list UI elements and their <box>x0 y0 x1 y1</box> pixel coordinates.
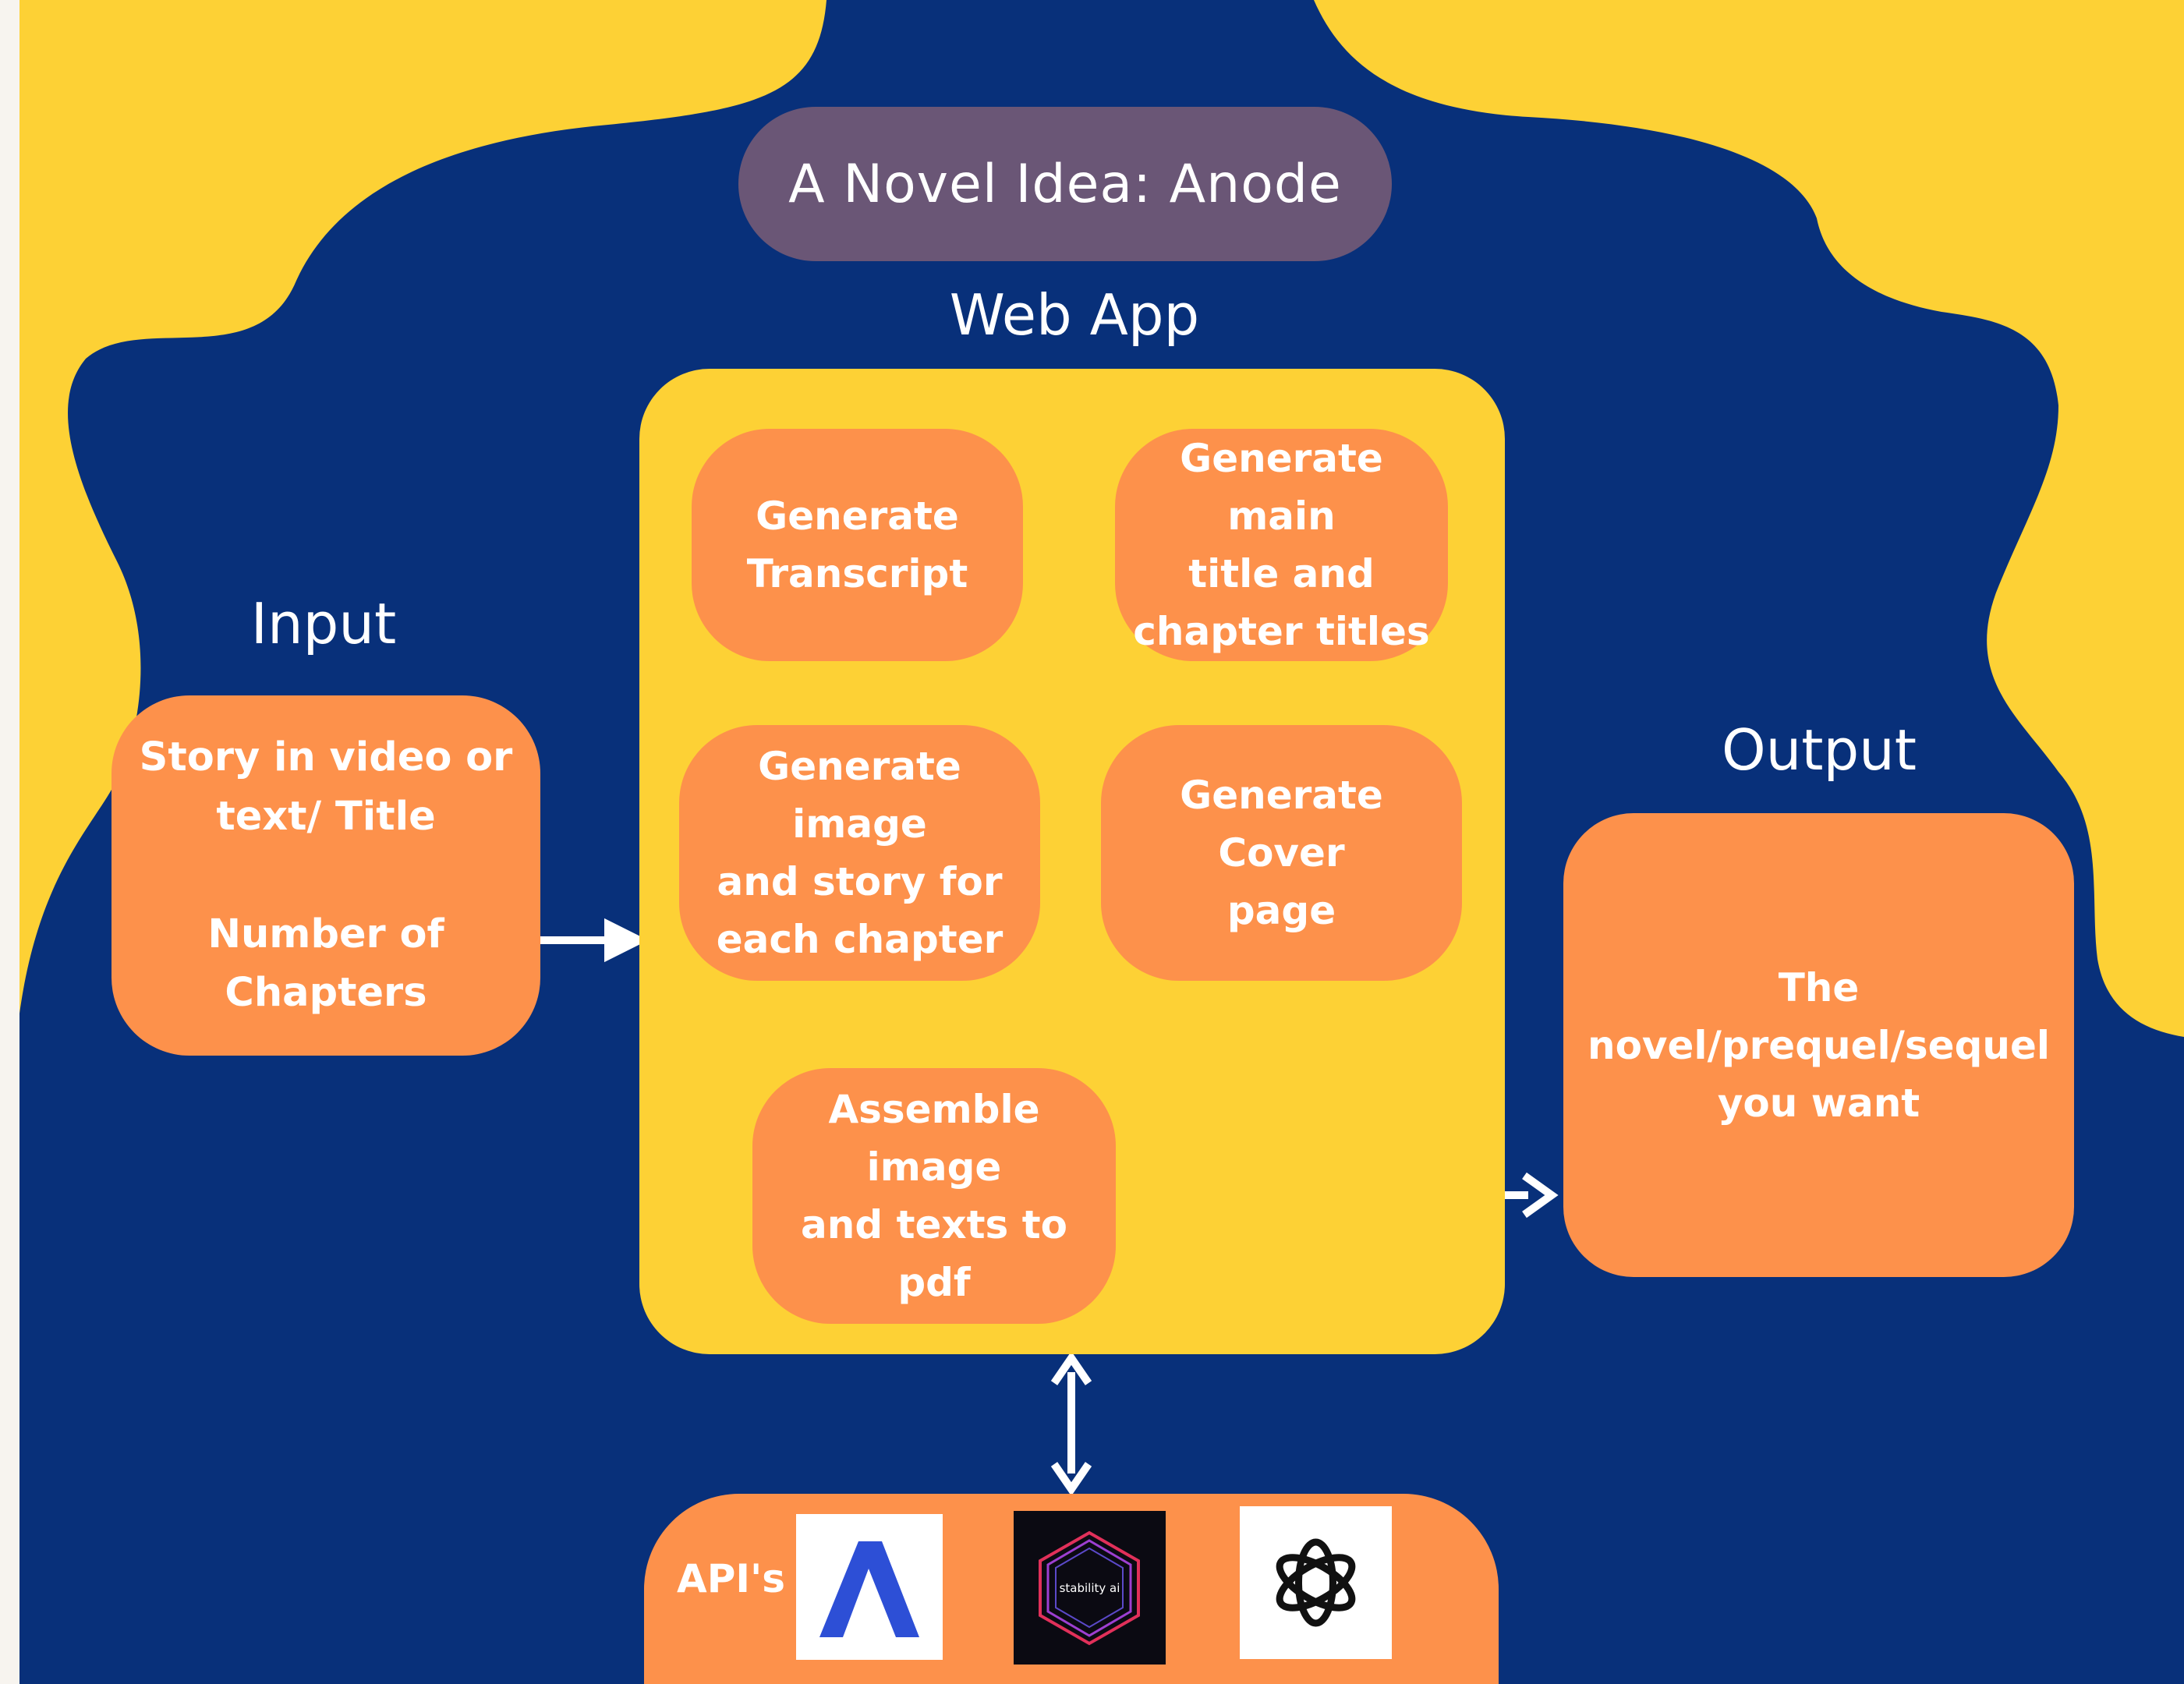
titles-box: Generate main title and chapter titles <box>1115 429 1448 661</box>
cover-box: Generate Cover page <box>1101 725 1462 981</box>
api-label: API's <box>677 1556 786 1601</box>
stability-ai-text: stability ai <box>1059 1581 1120 1595</box>
arrowhead-input-to-webapp <box>604 918 649 963</box>
openai-logo <box>1240 1506 1392 1659</box>
output-label: Output <box>1721 717 1917 783</box>
arrowhead-up <box>1050 1351 1092 1385</box>
assemblyai-logo <box>796 1514 943 1660</box>
output-box: The novel/prequel/sequel you want <box>1563 813 2074 1277</box>
yellow-blob-top-left <box>19 0 827 1014</box>
arrowhead-assemble-to-output <box>1522 1172 1559 1219</box>
arrowhead-down <box>1050 1462 1092 1496</box>
stability-ai-icon <box>1039 1530 1140 1646</box>
assemble-box: Assemble image and texts to pdf <box>752 1068 1116 1324</box>
assemblyai-icon <box>819 1541 919 1637</box>
stability-ai-logo: stability ai <box>1014 1511 1166 1665</box>
web-app-label: Web App <box>949 282 1200 348</box>
yellow-blob-top-right <box>1314 0 2184 1037</box>
transcript-box: Generate Transcript <box>692 429 1023 661</box>
title-pill: A Novel Idea: Anode <box>738 107 1392 261</box>
openai-icon <box>1276 1538 1356 1627</box>
input-box: Story in video or text/ Title Number of … <box>112 695 540 1056</box>
image-story-box: Generate image and story for each chapte… <box>679 725 1040 981</box>
input-label: Input <box>250 591 397 656</box>
